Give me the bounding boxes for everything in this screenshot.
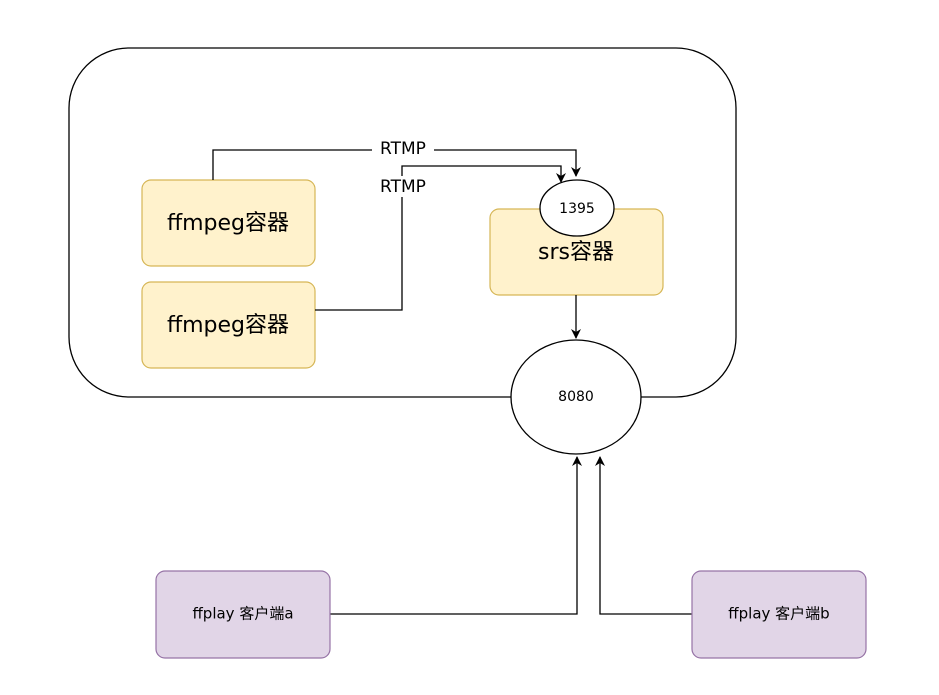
- ffmpeg-container-node-b[interactable]: ffmpeg容器: [141, 281, 316, 369]
- edge-label-rtmp-b: RTMP: [372, 176, 434, 197]
- ffmpeg-container-node-a[interactable]: ffmpeg容器: [141, 179, 316, 267]
- edge-client-a-to-host-port: [330, 456, 582, 615]
- edge-label-rtmp-b-text: RTMP: [380, 177, 426, 197]
- ffplay-client-b-box: [691, 570, 867, 659]
- edge-label-rtmp-a-text: RTMP: [380, 139, 426, 159]
- ffmpeg-container-a-label: ffmpeg容器: [167, 211, 289, 236]
- ffplay-client-a-box: [155, 570, 331, 659]
- ffplay-client-node-a[interactable]: ffplay 客户端a: [155, 570, 331, 659]
- ffplay-client-a-label: ffplay 客户端a: [192, 605, 293, 623]
- ffplay-client-node-b[interactable]: ffplay 客户端b: [691, 570, 867, 659]
- host-port-node[interactable]: 8080: [510, 339, 642, 455]
- ffmpeg-container-b-label: ffmpeg容器: [167, 313, 289, 338]
- edge-label-rtmp-a: RTMP: [372, 139, 434, 160]
- srs-port-label: 1395: [559, 201, 595, 217]
- ffmpeg-container-b-box: [141, 281, 316, 369]
- host-port-label: 8080: [558, 389, 594, 405]
- host-port-ellipse: [510, 339, 642, 455]
- srs-container-node[interactable]: srs容器: [489, 208, 664, 296]
- ffmpeg-container-a-box: [141, 179, 316, 267]
- srs-container-label: srs容器: [538, 240, 614, 265]
- edge-client-b-to-host-port: [595, 456, 692, 615]
- edge-ffmpeg-b-to-srs: [315, 165, 566, 311]
- ffplay-client-b-label: ffplay 客户端b: [728, 605, 829, 623]
- srs-port-node[interactable]: 1395: [539, 179, 615, 237]
- srs-port-ellipse: [539, 179, 615, 237]
